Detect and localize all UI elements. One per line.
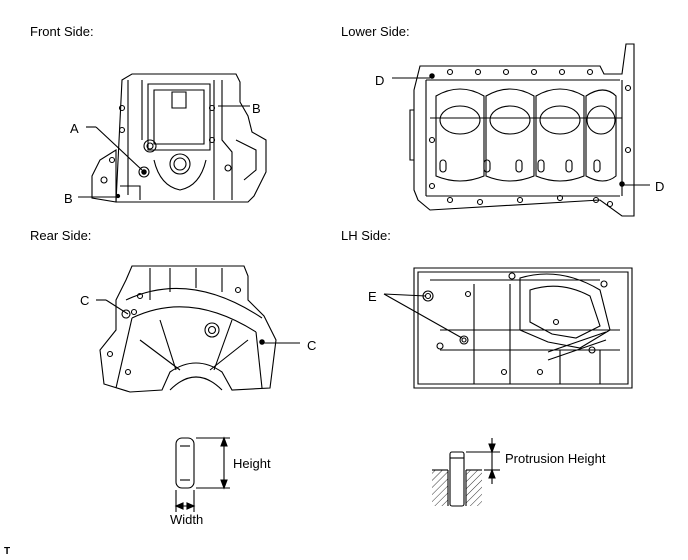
front-side-leaders [78, 105, 250, 198]
rear-side-title: Rear Side: [30, 228, 92, 243]
callout-b-front-upper: B [252, 101, 261, 116]
pin-protrusion-label: Protrusion Height [505, 451, 606, 466]
rear-side-engine-block [99, 265, 277, 393]
rear-side-leaders [96, 299, 300, 344]
protrusion-height-drawing [432, 438, 500, 507]
lh-side-leaders [383, 293, 463, 339]
callout-c-rear-right: C [307, 338, 317, 353]
lh-side-title: LH Side: [341, 228, 391, 243]
lower-bore-2 [485, 88, 535, 182]
lower-side-title: Lower Side: [341, 24, 410, 39]
callout-d-lower-left: D [375, 73, 385, 88]
callout-a-front: A [70, 121, 79, 136]
lh-side-engine-block [413, 267, 633, 389]
lower-bore-1 [435, 88, 485, 182]
lower-side-engine-block [409, 43, 635, 217]
front-side-engine-block [91, 73, 267, 203]
front-side-title: Front Side: [30, 24, 94, 39]
callout-d-lower-right: D [655, 179, 665, 194]
callout-b-front-lower: B [64, 191, 73, 206]
lower-side-leaders [392, 77, 650, 186]
callout-e-lh: E [368, 289, 377, 304]
callout-c-rear-left: C [80, 293, 90, 308]
pin-width-label: Width [170, 512, 204, 527]
pin-dimension-drawing [174, 436, 230, 512]
lower-bore-4 [585, 89, 617, 182]
lower-bore-3 [535, 88, 585, 182]
pin-height-label: Height [233, 456, 271, 471]
footer-mark: T [4, 546, 11, 557]
